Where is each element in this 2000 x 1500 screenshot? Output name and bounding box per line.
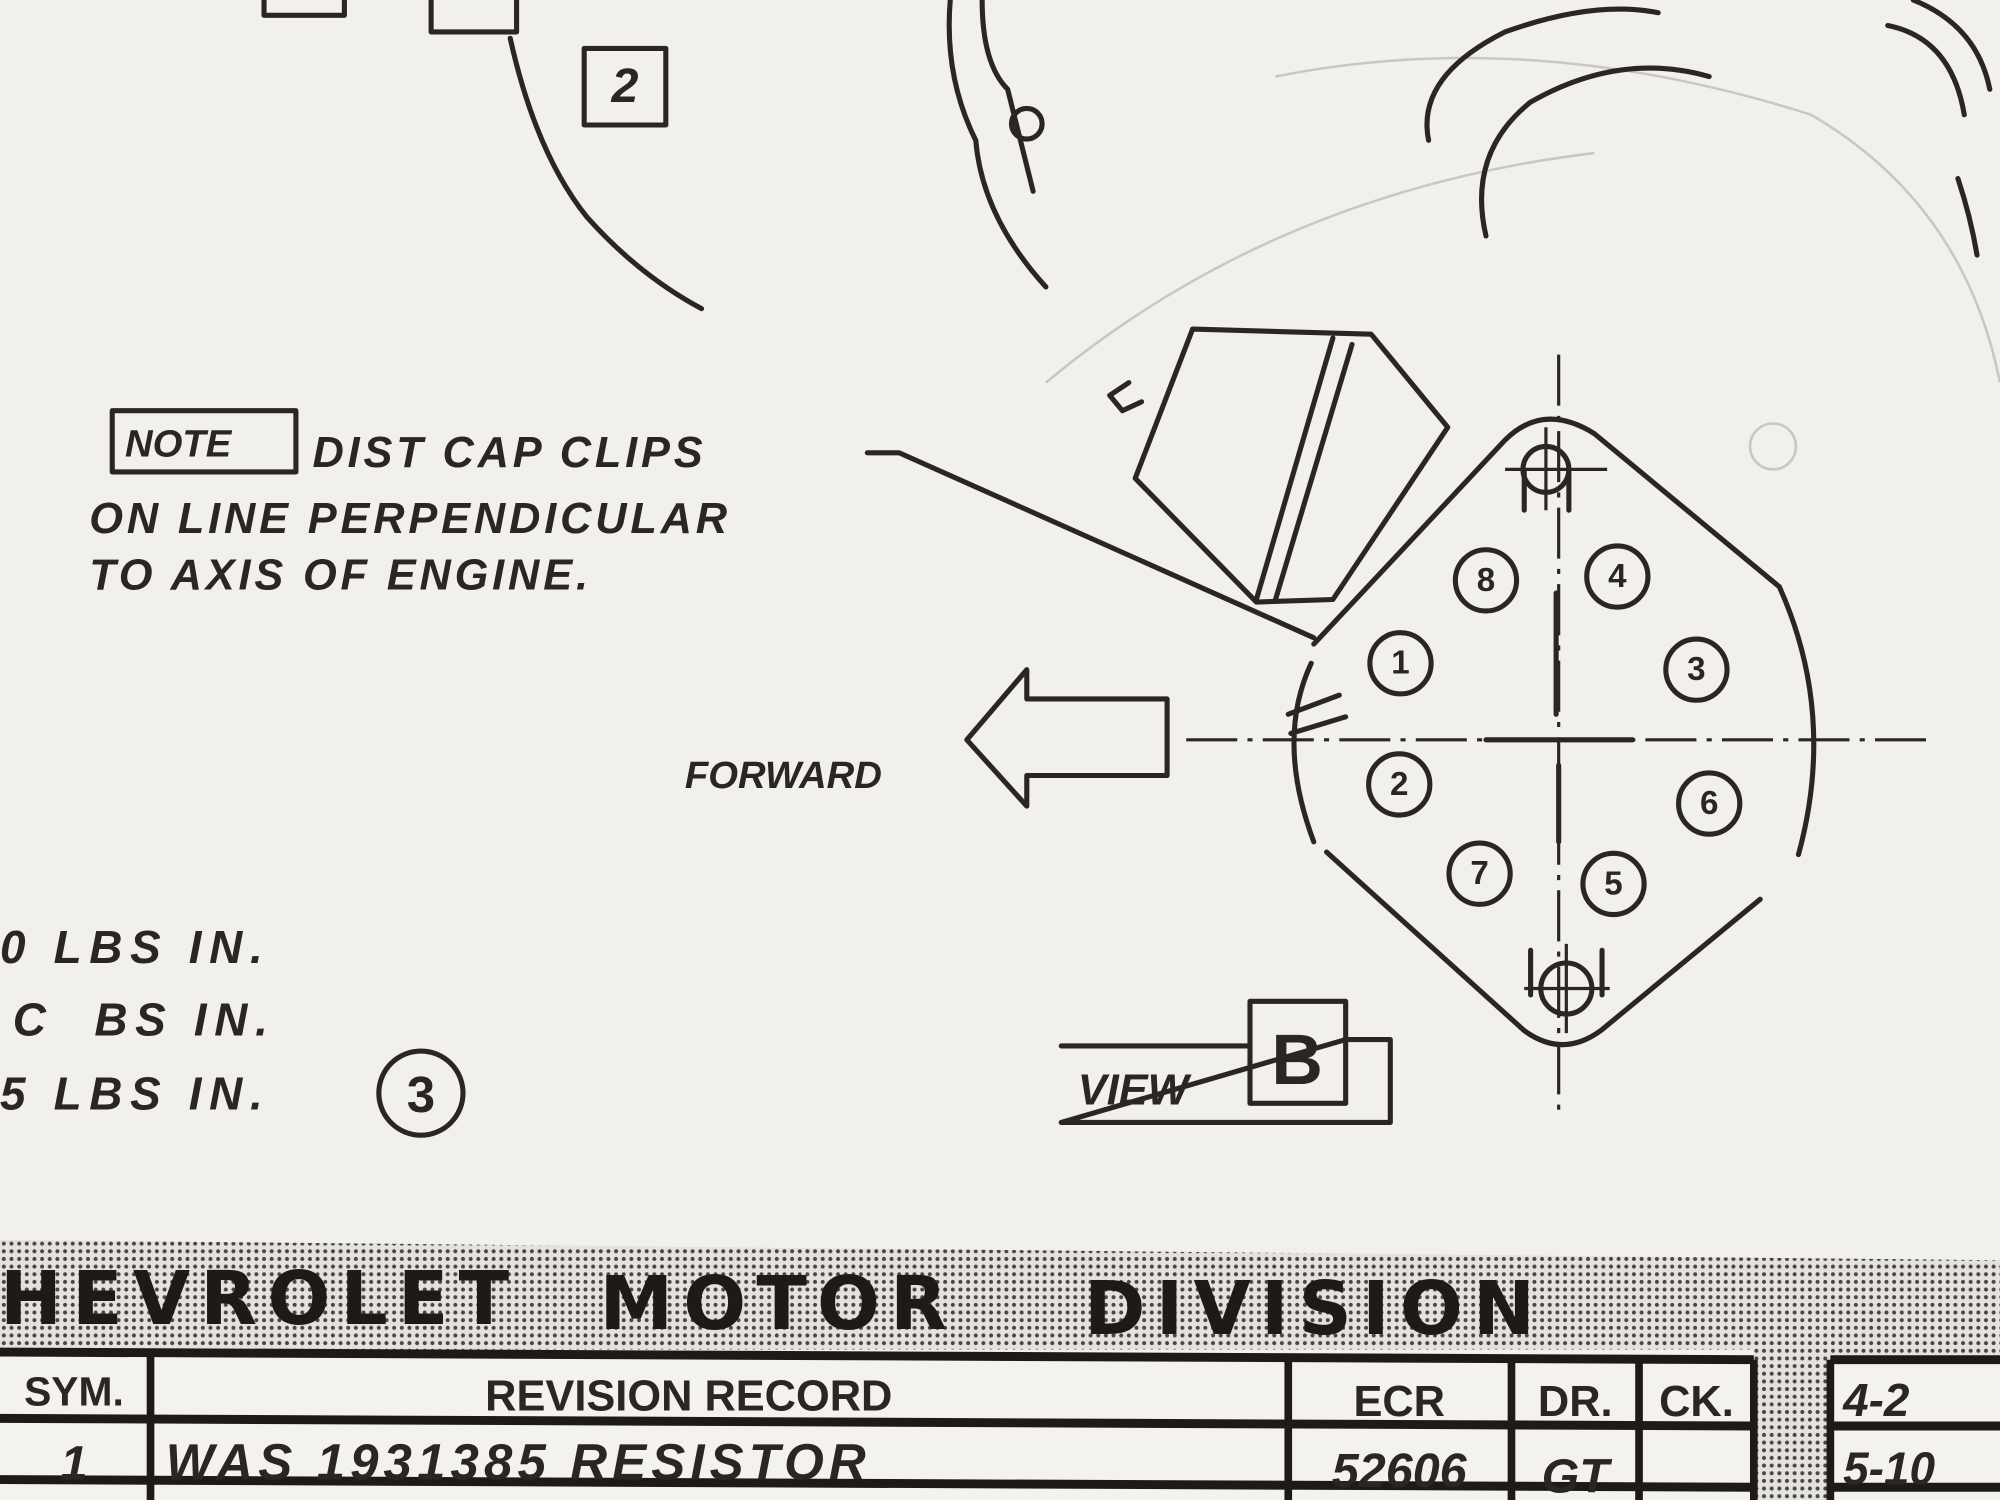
date-1: 4-2 [1842, 1374, 1910, 1426]
row-1-ecr: 52606 [1332, 1444, 1468, 1498]
header-ecr: ECR [1353, 1378, 1445, 1426]
view-label: VIEW [1078, 1067, 1193, 1115]
division-word-2: MOTOR [599, 1261, 957, 1347]
note-block: NOTE DIST CAP CLIPS ON LINE PERPENDICULA… [89, 408, 1317, 641]
header-ck: CK. [1659, 1378, 1734, 1426]
svg-text:6: 6 [1700, 785, 1718, 822]
torque-callout-3: 3 [407, 1066, 435, 1123]
cylinder-4: 4 [1584, 543, 1651, 610]
svg-text:4: 4 [1608, 558, 1627, 595]
note-line-2: ON LINE PERPENDICULAR [89, 495, 731, 543]
forward-label: FORWARD [685, 754, 882, 797]
svg-text:3: 3 [1687, 651, 1705, 688]
cylinder-6: 6 [1676, 770, 1743, 837]
row-1-revision: WAS 1931385 RESISTOR [166, 1434, 871, 1491]
torque-line-2: C BS IN. [13, 994, 276, 1046]
callout-box-2 [581, 45, 669, 128]
svg-text:1: 1 [1391, 645, 1409, 682]
note-leader-line [864, 450, 1317, 641]
note-label-box [109, 408, 299, 475]
center-cross [1483, 590, 1636, 845]
svg-text:5: 5 [1604, 865, 1622, 902]
torque-line-3: 5 LBS IN. [0, 1068, 270, 1120]
row-1-dr: GT [1542, 1449, 1613, 1500]
torque-notes: 0 LBS IN. C BS IN. 5 LBS IN. 3 [0, 921, 466, 1138]
header-sym: SYM. [24, 1369, 124, 1415]
title-block: HEVROLET MOTOR DIVISION SYM. REVISION RE… [0, 1239, 2000, 1500]
note-line-1: DIST CAP CLIPS [313, 429, 707, 477]
distributor-cap [1107, 326, 1817, 1048]
cylinder-5: 5 [1580, 850, 1647, 918]
header-revision-record: REVISION RECORD [485, 1373, 892, 1421]
note-line-3: TO AXIS OF ENGINE. [89, 551, 592, 599]
arrow-left-icon [964, 667, 1170, 809]
division-word-3: DIVISION [1084, 1266, 1545, 1352]
callout-2-text: 2 [611, 59, 639, 113]
cylinder-7: 7 [1446, 840, 1513, 907]
header-dr: DR. [1538, 1378, 1613, 1426]
cylinder-8: 8 [1452, 547, 1520, 614]
svg-text:8: 8 [1477, 562, 1495, 599]
cylinder-numbers: 8 4 1 3 2 6 7 5 [1366, 543, 1743, 918]
cylinder-3: 3 [1663, 636, 1730, 703]
svg-text:7: 7 [1470, 855, 1488, 892]
cylinder-2: 2 [1366, 751, 1433, 818]
torque-line-1: 0 LBS IN. [0, 921, 270, 973]
view-letter: B [1271, 1020, 1323, 1100]
division-word-1: HEVROLET [0, 1256, 519, 1342]
faint-background-lines [1045, 56, 2000, 471]
vacuum-advance [1132, 326, 1451, 605]
note-label: NOTE [125, 423, 233, 466]
forward-arrow: FORWARD [685, 667, 1170, 809]
cylinder-1: 1 [1367, 630, 1434, 697]
svg-text:2: 2 [1390, 766, 1408, 803]
date-2: 5-10 [1843, 1443, 1935, 1495]
top-fragments: 2 [261, 0, 1993, 312]
view-b-label: VIEW B [1058, 998, 1393, 1125]
row-1-sym: 1 [61, 1437, 88, 1491]
